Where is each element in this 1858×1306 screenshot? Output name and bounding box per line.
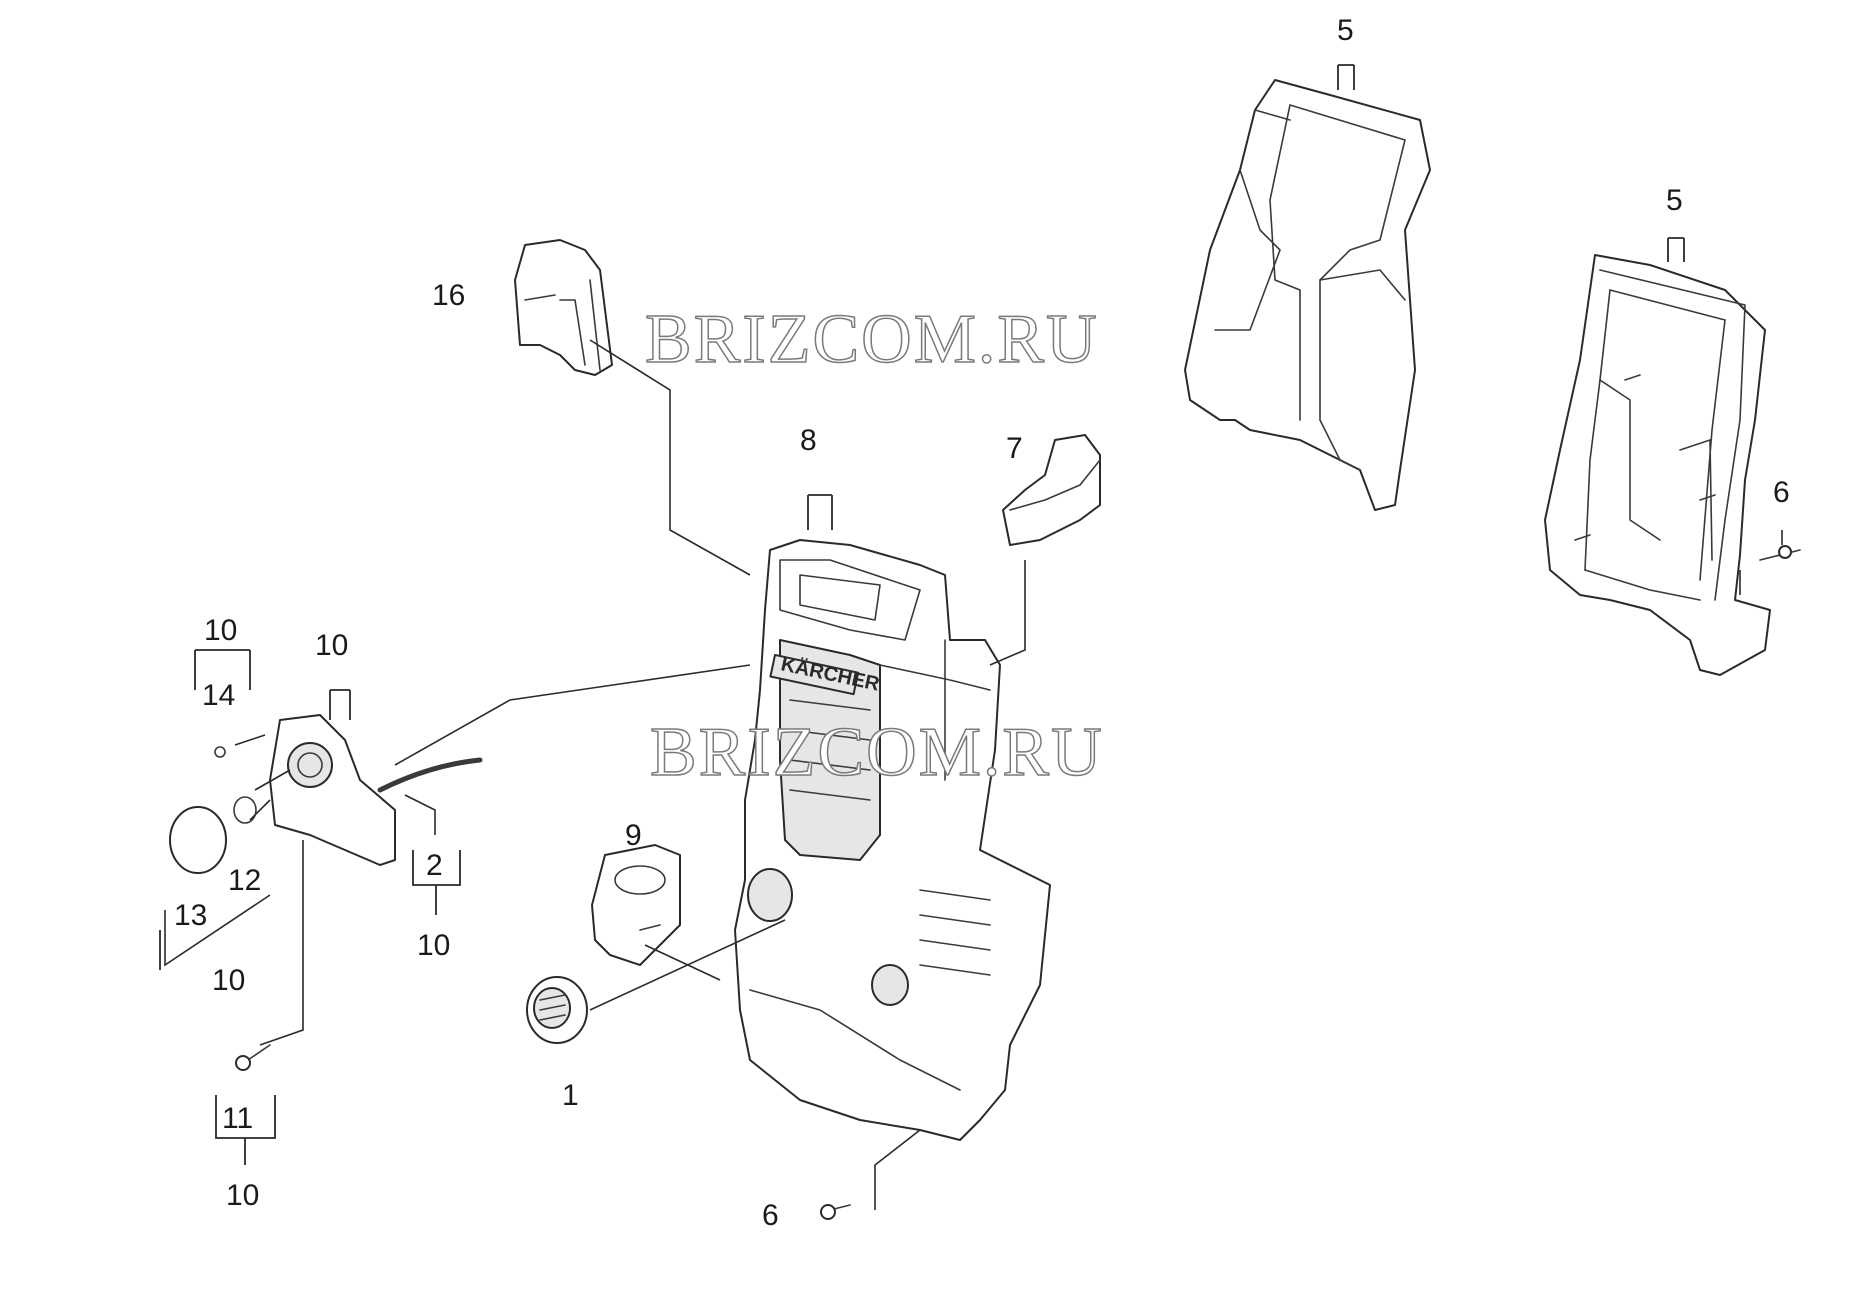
callout-6-right: 6: [1773, 476, 1790, 509]
callout-8: 8: [800, 424, 817, 457]
callout-1: 1: [562, 1079, 579, 1112]
part-16-holder: [514, 239, 613, 376]
screw-11: [235, 1044, 271, 1071]
callout-10-below-13: 10: [212, 964, 245, 997]
screw-6-bottom: [820, 1204, 851, 1220]
callout-10-below-2: 10: [417, 929, 450, 962]
callout-brackets: [159, 64, 1685, 1165]
callout-10-connector: 10: [315, 629, 348, 662]
watermark-top: BRIZCOM.RU: [645, 301, 1099, 378]
part-1-knob: [526, 976, 588, 1044]
callout-2: 2: [426, 849, 443, 882]
part-8-main-housing: KÄRCHER: [734, 539, 1051, 1141]
callout-10-top-left: 10: [204, 614, 237, 647]
callout-12: 12: [228, 864, 261, 897]
callout-5-front-frame: 5: [1337, 14, 1354, 47]
callout-13: 13: [174, 899, 207, 932]
part-10-connector: [169, 714, 483, 874]
callout-11: 11: [222, 1102, 253, 1135]
part-5-front-frame: [1184, 79, 1431, 511]
watermark-middle: BRIZCOM.RU: [650, 714, 1104, 791]
screw-6-right: [1759, 545, 1801, 561]
callout-7: 7: [1006, 432, 1023, 465]
callout-numbers: 5 5 16 8 7 6 10 14 10 2 10 12 13 10 9 1 …: [174, 14, 1790, 1232]
callout-9: 9: [625, 819, 642, 852]
callout-10-bottom: 10: [226, 1179, 259, 1212]
part-7-clip: [1002, 434, 1101, 546]
callout-5-rear-frame: 5: [1666, 184, 1683, 217]
callout-14: 14: [202, 679, 235, 712]
part-5-rear-frame: [1544, 254, 1771, 676]
callout-6-bottom: 6: [762, 1199, 779, 1232]
callout-16: 16: [432, 279, 465, 312]
part-9-bracket: [591, 844, 681, 966]
leader-lines: [164, 339, 1783, 1210]
